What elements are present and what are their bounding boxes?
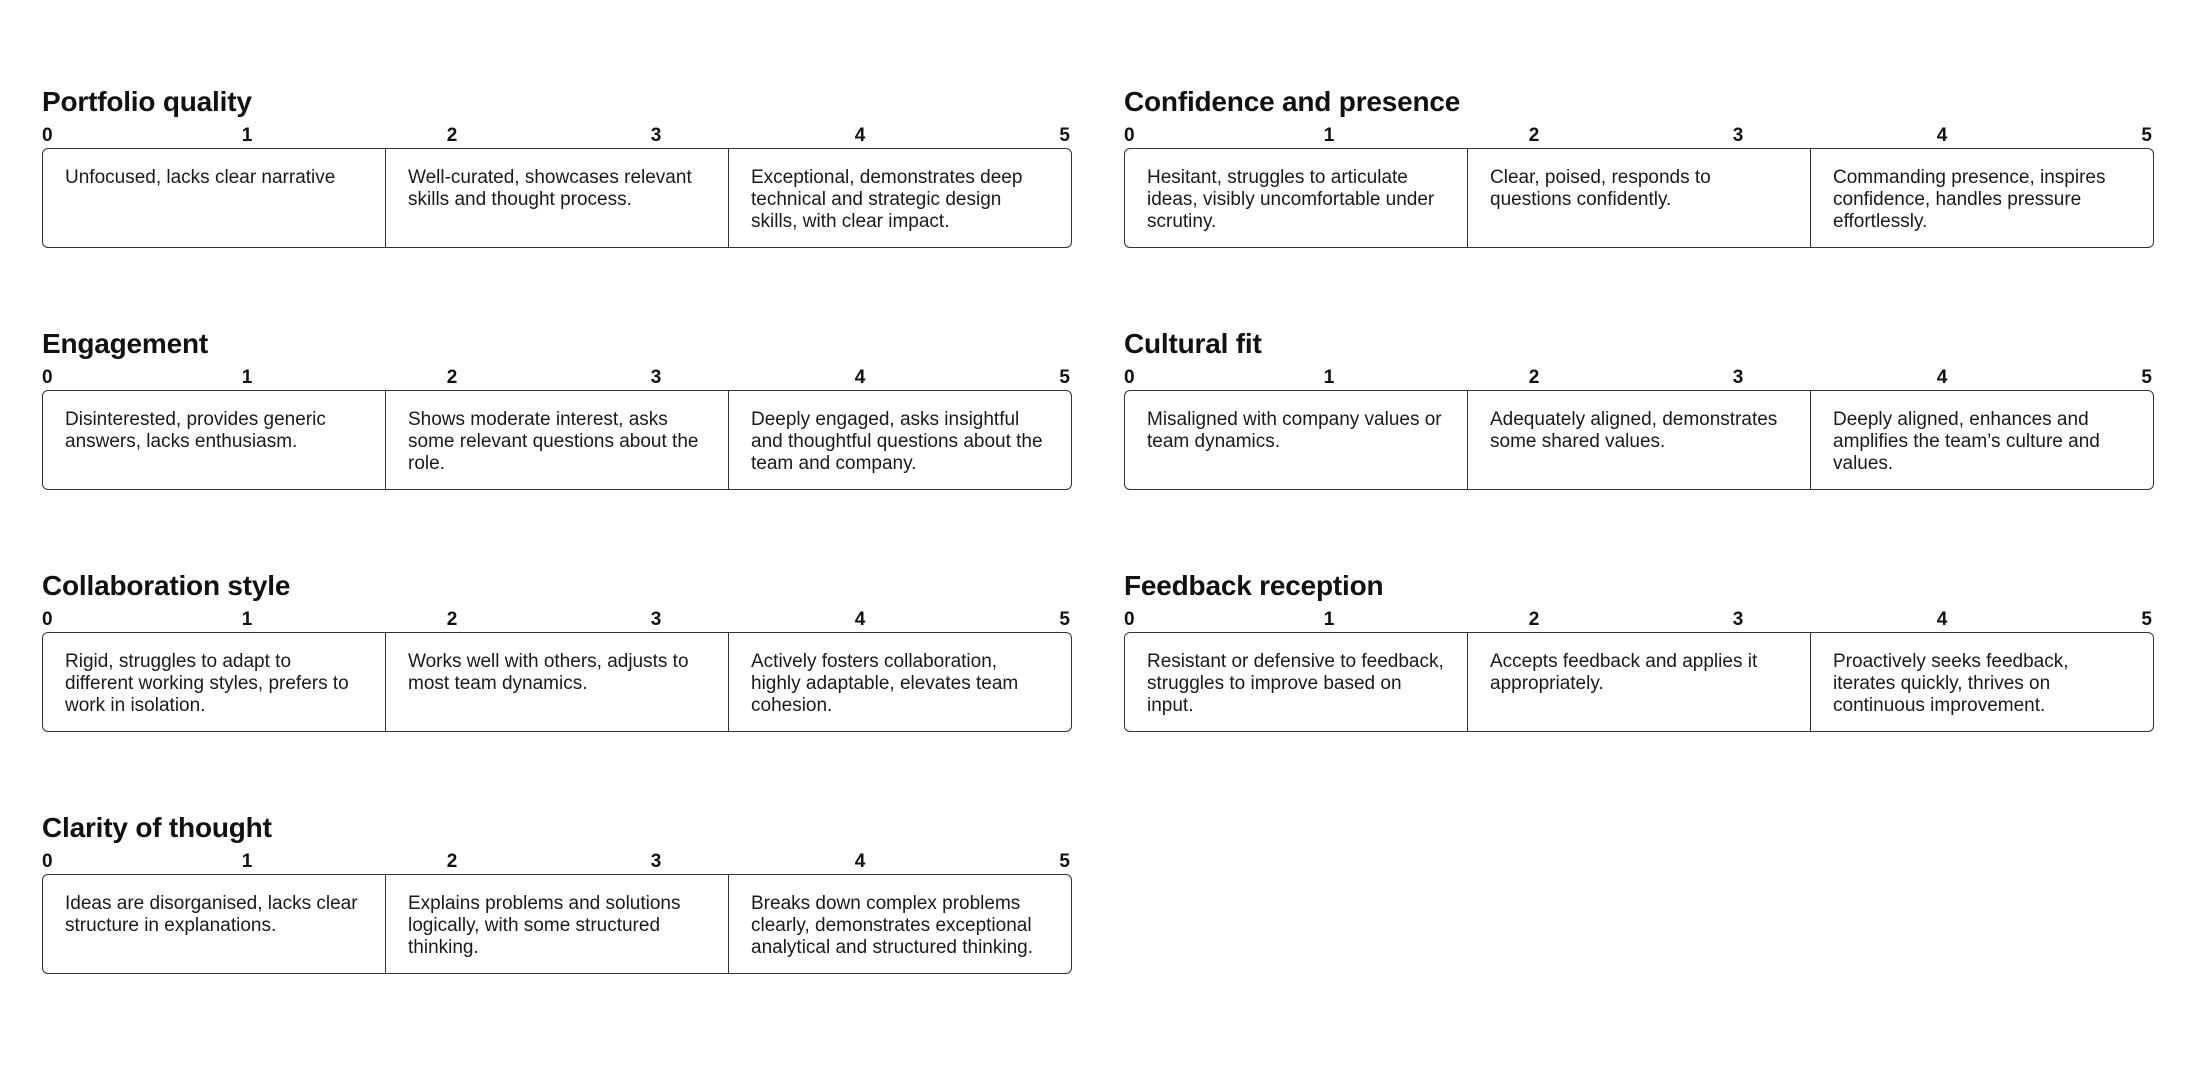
- scale-tick-0: 0: [42, 609, 53, 630]
- scale-tick-5: 5: [2141, 125, 2152, 146]
- scale-tick-1: 1: [1323, 367, 1335, 388]
- scale-tick-4: 4: [1936, 367, 1948, 388]
- scale-tick-3: 3: [1732, 367, 1744, 388]
- scale-tick-5: 5: [2141, 367, 2152, 388]
- scale-tick-5: 5: [1059, 851, 1070, 872]
- rubric-collaboration-style: Collaboration style 0 1 2 3 4 5 Rigid, s…: [42, 568, 1072, 744]
- rubric-portfolio-quality: Portfolio quality 0 1 2 3 4 5 Unfocused,…: [42, 84, 1072, 260]
- rubric-title: Confidence and presence: [1124, 86, 1461, 117]
- rubric-title: Clarity of thought: [42, 812, 272, 843]
- scale-tick-3: 3: [650, 851, 662, 872]
- rubric-title: Feedback reception: [1124, 570, 1384, 601]
- scale-tick-2: 2: [1528, 609, 1540, 630]
- band-mid: Works well with others, adjusts to most …: [385, 633, 728, 731]
- score-scale: 0 1 2 3 4 5: [42, 124, 1072, 148]
- band-high: Breaks down complex problems clearly, de…: [728, 875, 1071, 973]
- band-mid: Adequately aligned, demonstrates some sh…: [1467, 391, 1810, 489]
- scale-tick-1: 1: [241, 851, 253, 872]
- scale-tick-2: 2: [446, 609, 458, 630]
- scale-tick-2: 2: [446, 125, 458, 146]
- scale-tick-2: 2: [1528, 367, 1540, 388]
- band-low: Disinterested, provides generic answers,…: [65, 409, 326, 452]
- band-low: Hesitant, struggles to articulate ideas,…: [1147, 167, 1435, 232]
- band-low: Unfocused, lacks clear narrative: [65, 167, 336, 188]
- band-low: Misaligned with company values or team d…: [1147, 409, 1442, 452]
- rubric-feedback-reception: Feedback reception 0 1 2 3 4 5 Resistant…: [1124, 568, 2154, 744]
- band-low: Ideas are disorganised, lacks clear stru…: [65, 893, 358, 936]
- score-scale: 0 1 2 3 4 5: [1124, 608, 2154, 632]
- rubric-title: Collaboration style: [42, 570, 291, 601]
- rubric-confidence-and-presence: Confidence and presence 0 1 2 3 4 5 Hesi…: [1124, 84, 2154, 260]
- rubric-cultural-fit: Cultural fit 0 1 2 3 4 5 Misaligned with…: [1124, 326, 2154, 502]
- scale-tick-1: 1: [1323, 125, 1335, 146]
- scale-tick-5: 5: [1059, 609, 1070, 630]
- scale-tick-3: 3: [1732, 609, 1744, 630]
- scale-tick-1: 1: [241, 609, 253, 630]
- score-bands: Resistant or defensive to feedback, stru…: [1124, 632, 2154, 732]
- scale-tick-3: 3: [650, 367, 662, 388]
- scale-tick-4: 4: [854, 851, 866, 872]
- scale-tick-3: 3: [650, 125, 662, 146]
- score-bands: Ideas are disorganised, lacks clear stru…: [42, 874, 1072, 974]
- score-bands: Disinterested, provides generic answers,…: [42, 390, 1072, 490]
- rubric-engagement: Engagement 0 1 2 3 4 5 Disinterested, pr…: [42, 326, 1072, 502]
- rubric-clarity-of-thought: Clarity of thought 0 1 2 3 4 5 Ideas are…: [42, 810, 1072, 986]
- scale-tick-4: 4: [1936, 609, 1948, 630]
- rubric-title: Portfolio quality: [42, 86, 252, 117]
- scale-tick-0: 0: [1124, 609, 1135, 630]
- scale-tick-0: 0: [42, 851, 53, 872]
- score-scale: 0 1 2 3 4 5: [42, 850, 1072, 874]
- band-mid: Accepts feedback and applies it appropri…: [1467, 633, 1810, 731]
- scale-tick-2: 2: [446, 367, 458, 388]
- band-high: Deeply engaged, asks insightful and thou…: [728, 391, 1071, 489]
- scale-tick-0: 0: [42, 367, 53, 388]
- score-scale: 0 1 2 3 4 5: [42, 366, 1072, 390]
- band-high: Actively fosters collaboration, highly a…: [728, 633, 1071, 731]
- scale-tick-4: 4: [854, 609, 866, 630]
- scale-tick-3: 3: [650, 609, 662, 630]
- score-bands: Misaligned with company values or team d…: [1124, 390, 2154, 490]
- band-mid: Well-curated, showcases relevant skills …: [385, 149, 728, 247]
- scale-tick-4: 4: [854, 367, 866, 388]
- band-mid: Shows moderate interest, asks some relev…: [385, 391, 728, 489]
- rubric-grid: Portfolio quality 0 1 2 3 4 5 Unfocused,…: [42, 84, 2154, 986]
- scale-tick-5: 5: [1059, 125, 1070, 146]
- scale-tick-1: 1: [241, 125, 253, 146]
- scale-tick-2: 2: [1528, 125, 1540, 146]
- scale-tick-0: 0: [1124, 125, 1135, 146]
- scale-tick-0: 0: [42, 125, 53, 146]
- scale-tick-1: 1: [241, 367, 253, 388]
- score-bands: Unfocused, lacks clear narrative Well-cu…: [42, 148, 1072, 248]
- scale-tick-3: 3: [1732, 125, 1744, 146]
- scale-tick-2: 2: [446, 851, 458, 872]
- score-scale: 0 1 2 3 4 5: [42, 608, 1072, 632]
- band-low: Rigid, struggles to adapt to different w…: [65, 651, 349, 716]
- band-mid: Explains problems and solutions logicall…: [385, 875, 728, 973]
- rubric-title: Engagement: [42, 328, 209, 359]
- scale-tick-4: 4: [1936, 125, 1948, 146]
- scale-tick-4: 4: [854, 125, 866, 146]
- band-high: Exceptional, demonstrates deep technical…: [728, 149, 1071, 247]
- rubric-title: Cultural fit: [1124, 328, 1262, 359]
- score-bands: Hesitant, struggles to articulate ideas,…: [1124, 148, 2154, 248]
- band-high: Proactively seeks feedback, iterates qui…: [1810, 633, 2153, 731]
- score-scale: 0 1 2 3 4 5: [1124, 366, 2154, 390]
- scale-tick-5: 5: [1059, 367, 1070, 388]
- scale-tick-0: 0: [1124, 367, 1135, 388]
- scale-tick-5: 5: [2141, 609, 2152, 630]
- score-scale: 0 1 2 3 4 5: [1124, 124, 2154, 148]
- band-mid: Clear, poised, responds to questions con…: [1467, 149, 1810, 247]
- band-low: Resistant or defensive to feedback, stru…: [1147, 651, 1444, 716]
- score-bands: Rigid, struggles to adapt to different w…: [42, 632, 1072, 732]
- scale-tick-1: 1: [1323, 609, 1335, 630]
- band-high: Deeply aligned, enhances and amplifies t…: [1810, 391, 2153, 489]
- band-high: Commanding presence, inspires confidence…: [1810, 149, 2153, 247]
